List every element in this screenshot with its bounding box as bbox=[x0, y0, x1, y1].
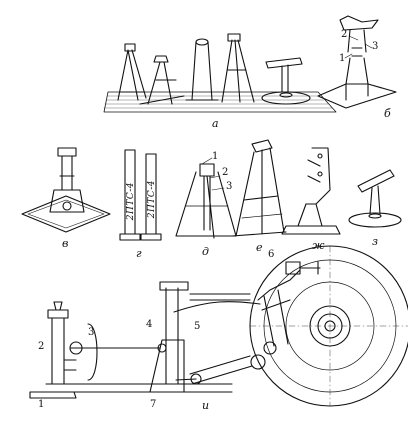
panel-zh-stand bbox=[282, 148, 340, 234]
panel-z-stand bbox=[349, 170, 401, 227]
panel-label-v: в bbox=[62, 237, 69, 250]
callout-d-3: 3 bbox=[226, 181, 233, 192]
panel-label-d: д bbox=[202, 245, 209, 258]
panel-label-i: и bbox=[202, 399, 210, 412]
callout-b-2: 2 bbox=[341, 29, 348, 40]
callout-i-2: 2 bbox=[38, 341, 45, 352]
panel-i-mechanism bbox=[30, 246, 408, 406]
callout-i-5: 5 bbox=[194, 321, 201, 332]
panel-label-a: а bbox=[212, 117, 219, 130]
panel-g-posts bbox=[120, 150, 161, 240]
callout-i-3: 3 bbox=[88, 327, 95, 338]
panel-label-e: е bbox=[256, 241, 263, 254]
stand-marking-1: 2ПТС-4 bbox=[126, 182, 136, 221]
callout-i-1: 1 bbox=[38, 399, 45, 410]
callout-i-4: 4 bbox=[146, 319, 153, 330]
wheel bbox=[250, 246, 408, 406]
panel-a-stands bbox=[104, 34, 336, 112]
panel-label-z: з bbox=[372, 235, 378, 248]
callout-i-6: 6 bbox=[268, 249, 275, 260]
panel-d-stand bbox=[176, 158, 236, 238]
callout-i-7: 7 bbox=[150, 399, 157, 410]
stand-marking-2: 2ПТС-4 bbox=[147, 180, 157, 219]
callout-b-3: 3 bbox=[372, 41, 379, 52]
panel-e-stand bbox=[232, 140, 286, 236]
callout-b-1: 1 bbox=[339, 53, 346, 64]
callout-d-2: 2 bbox=[222, 167, 229, 178]
callout-d-1: 1 bbox=[212, 151, 219, 162]
panel-v-stand bbox=[22, 148, 110, 232]
panel-label-b: б bbox=[384, 107, 391, 120]
panel-b-stand bbox=[318, 16, 396, 108]
panel-label-zh: ж bbox=[312, 239, 325, 252]
panel-label-g: г bbox=[136, 247, 142, 260]
